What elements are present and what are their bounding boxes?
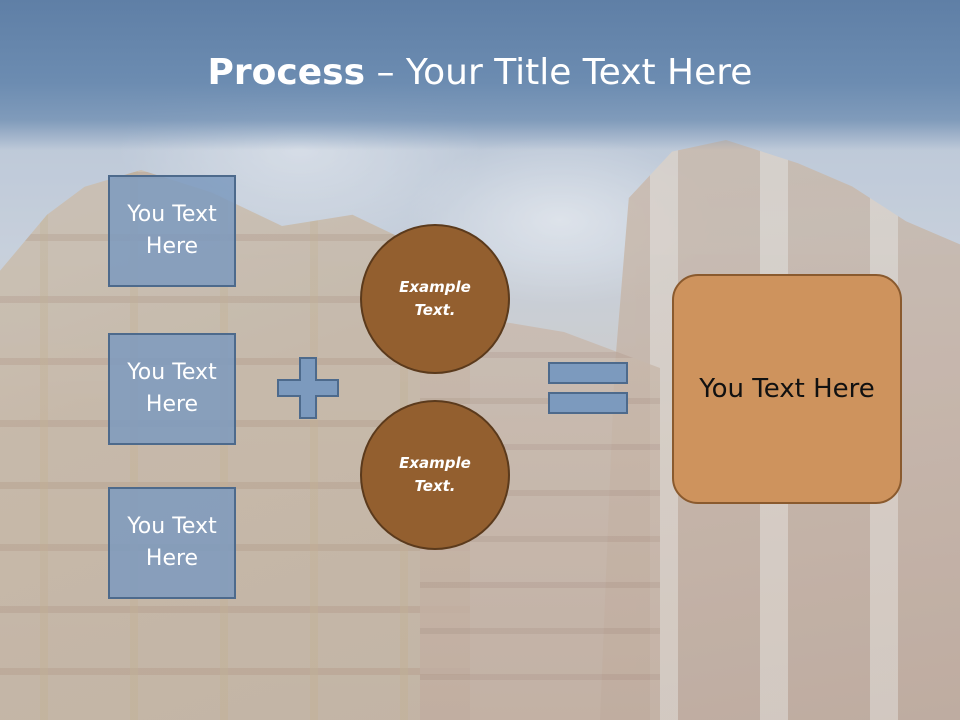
text-box-label: You Text Here xyxy=(127,360,217,417)
title-rest: – Your Title Text Here xyxy=(365,52,753,93)
title-band xyxy=(0,0,960,150)
equals-icon xyxy=(548,362,628,414)
text-box-1[interactable]: You Text Here xyxy=(108,175,236,287)
text-box-label: You Text Here xyxy=(127,202,217,259)
title-bold: Process xyxy=(207,52,366,93)
text-box-2[interactable]: You Text Here xyxy=(108,333,236,445)
plus-icon xyxy=(277,357,339,419)
result-label: You Text Here xyxy=(699,374,875,404)
example-circle-2[interactable]: Example Text. xyxy=(360,400,510,550)
circle-label: Example Text. xyxy=(399,278,471,319)
text-box-3[interactable]: You Text Here xyxy=(108,487,236,599)
example-circle-1[interactable]: Example Text. xyxy=(360,224,510,374)
circle-label: Example Text. xyxy=(399,454,471,495)
text-box-label: You Text Here xyxy=(127,514,217,571)
result-box[interactable]: You Text Here xyxy=(672,274,902,504)
slide-title[interactable]: Process – Your Title Text Here xyxy=(0,52,960,93)
